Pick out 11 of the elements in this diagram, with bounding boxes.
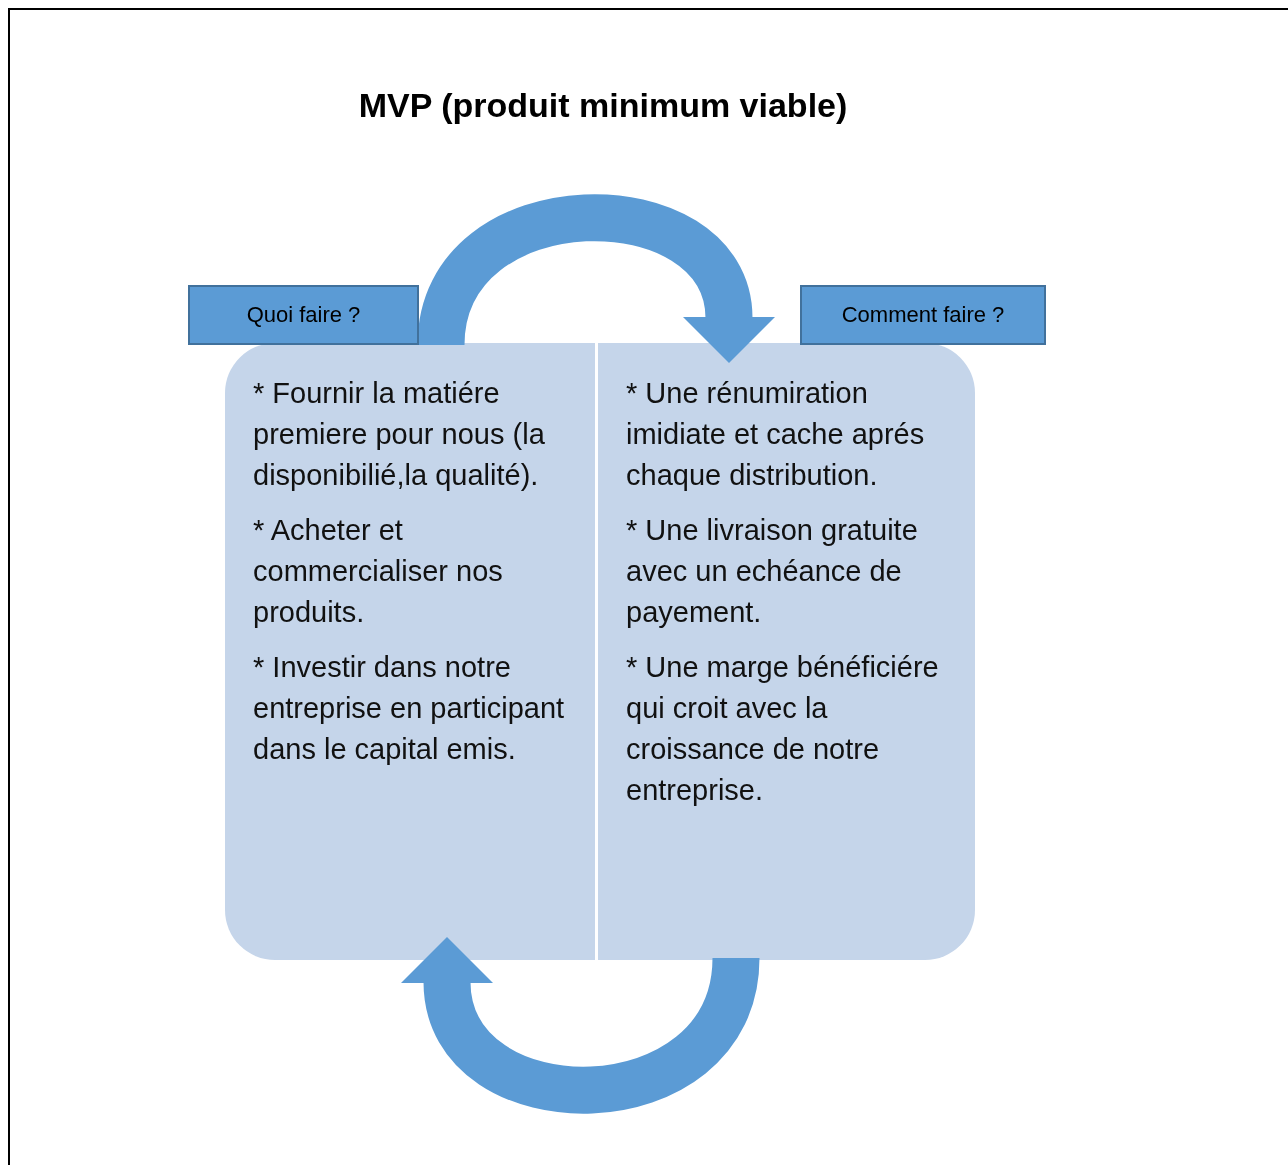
heading-box: Quoi faire ? [188,285,419,345]
bullet-text: * Fournir la matiére premiere pour nous (la disponibilié,la qualité). [253,376,546,493]
content-panel [225,343,595,960]
heading-box: Comment faire ? [800,285,1046,345]
bullet-text: * Investir dans notre entreprise en participant dans le capital emis. [253,650,566,767]
bullet-text: * Acheter et commercialiser nos produits. [253,513,504,630]
bullet-text: * Une marge bénéficiére qui croit avec la croissance de notre entreprise. [626,650,940,808]
bullet-text: * Une rénumiration imidiate et cache aprés chaque distribution. [626,376,926,493]
diagram-title: MVP (produit minimum viable) [357,86,849,125]
bullet-text: * Une livraison gratuite avec un echéance de payement. [626,513,919,630]
content-panel [598,343,975,960]
